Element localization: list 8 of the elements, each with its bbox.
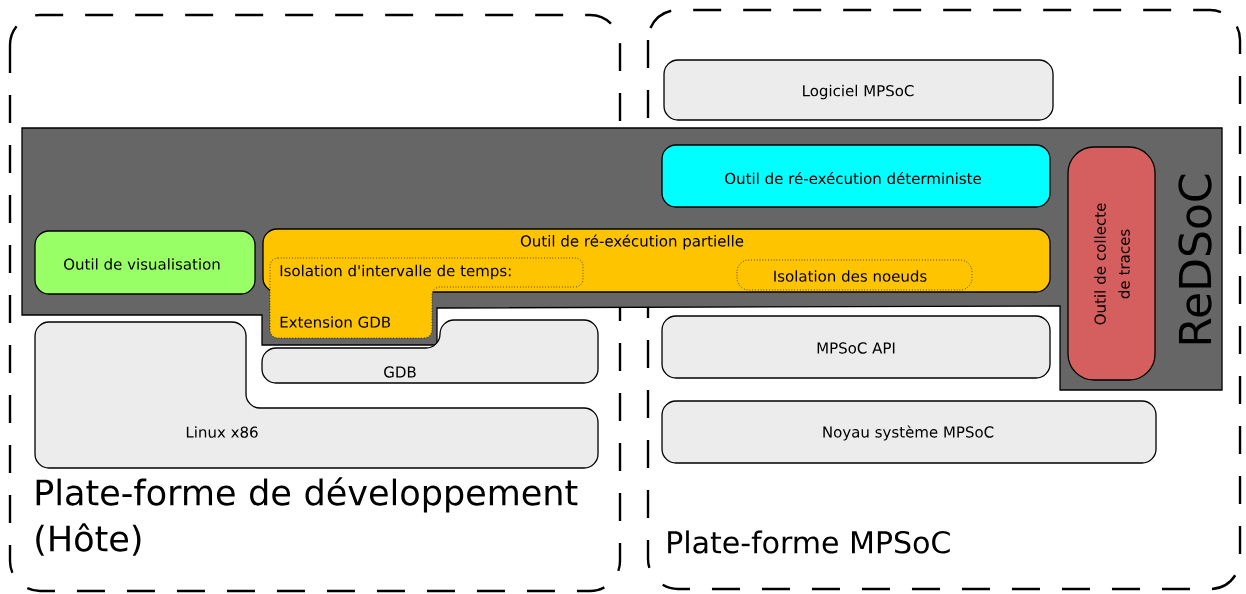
component-box: Noyau système MPSoC (661, 400, 1157, 464)
tool-box: Outil de ré-exécution déterministe (661, 144, 1051, 208)
tool-box: Outil de collecte de traces (1067, 146, 1156, 381)
component-box: Logiciel MPSoC (663, 59, 1054, 121)
tool-box: Outil de visualisation (34, 230, 256, 295)
component-box: MPSoC API (661, 315, 1051, 379)
module-box: Isolation des noeuds (736, 259, 973, 291)
module-box: Isolation d'intervalle de temps: Extension GDB (269, 257, 584, 339)
